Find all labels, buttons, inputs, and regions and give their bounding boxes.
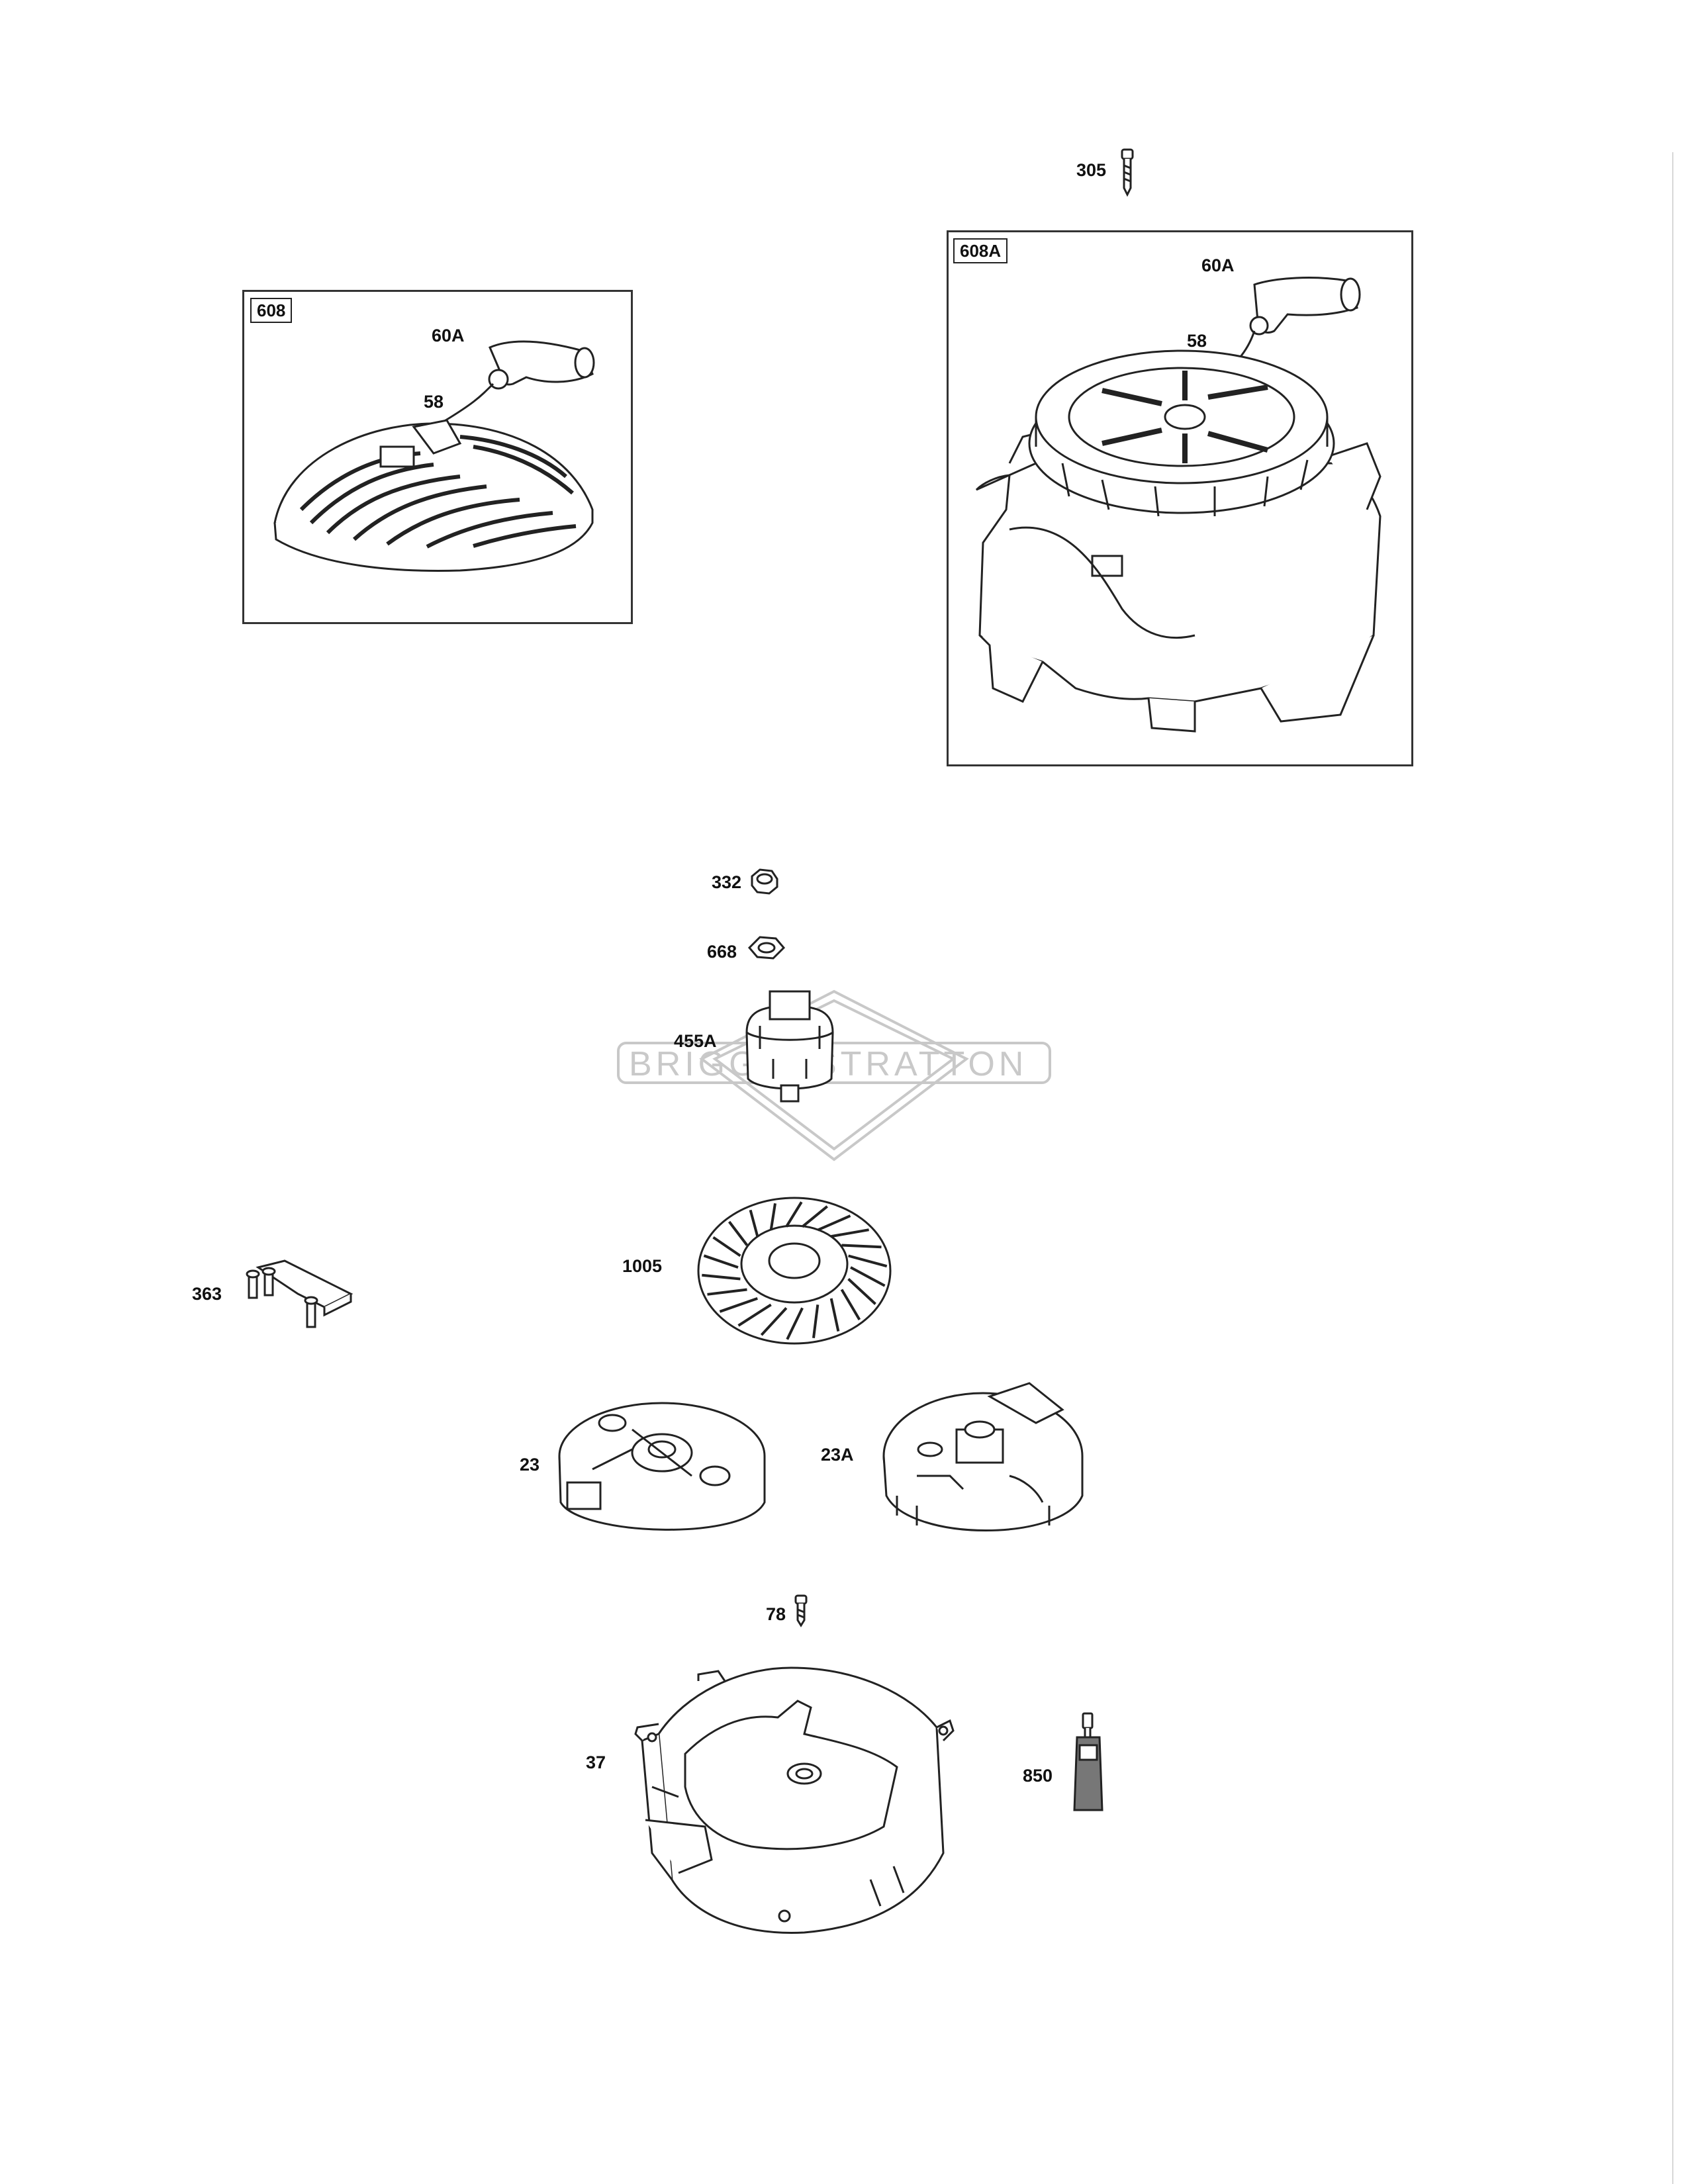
callout-305: 305	[1076, 160, 1107, 180]
screw-305-icon	[1121, 148, 1134, 197]
flywheel-fin	[850, 1266, 886, 1287]
callout-60A-left: 60A	[432, 326, 465, 345]
callout-668: 668	[707, 942, 737, 962]
callout-455A: 455A	[674, 1031, 717, 1051]
flywheel-fin	[737, 1303, 772, 1327]
callout-1005: 1005	[622, 1256, 663, 1276]
flywheel-fin	[749, 1209, 759, 1237]
flywheel-fin	[841, 1244, 882, 1249]
flywheel-fin	[817, 1214, 851, 1232]
group-608-label: 608	[250, 298, 293, 323]
group-608-frame	[242, 290, 633, 624]
bracket-363-illustration	[246, 1259, 353, 1328]
flywheel-fin	[786, 1307, 804, 1340]
washer-668-icon	[747, 936, 786, 960]
flywheel-fin	[719, 1297, 758, 1313]
flywheel-fin	[848, 1254, 888, 1268]
flywheel-fin	[707, 1288, 747, 1296]
flywheel-1005-illustration	[697, 1197, 892, 1345]
flywheel-fin	[829, 1298, 840, 1332]
rewind-starter-608-illustration	[273, 340, 595, 572]
flywheel-fin	[801, 1205, 828, 1228]
flywheel-fin	[847, 1278, 876, 1305]
flywheel-fin	[712, 1236, 741, 1257]
ignition-armature-23A-illustration	[882, 1382, 1084, 1531]
page-edge	[1672, 152, 1688, 2184]
flywheel-fin	[785, 1201, 803, 1228]
flywheel-fin	[702, 1273, 741, 1281]
flywheel-fin	[831, 1228, 869, 1238]
screw-78-icon	[794, 1594, 808, 1627]
callout-23A: 23A	[821, 1445, 854, 1465]
group-608A-label: 608A	[953, 238, 1008, 263]
flywheel-fin	[760, 1307, 788, 1336]
nut-332-icon	[751, 868, 778, 895]
housing-37-illustration	[634, 1666, 955, 1934]
callout-332: 332	[712, 872, 742, 892]
callout-363: 363	[192, 1284, 222, 1304]
flywheel-fin	[728, 1220, 749, 1246]
callout-78: 78	[766, 1604, 786, 1624]
callout-60A-right: 60A	[1201, 255, 1235, 275]
clutch-455A-illustration	[745, 990, 834, 1103]
rewind-starter-608A-illustration	[975, 277, 1382, 733]
callout-850: 850	[1023, 1766, 1053, 1786]
flywheel-fin	[840, 1289, 861, 1321]
callout-23: 23	[520, 1455, 540, 1475]
callout-58-right: 58	[1187, 331, 1207, 351]
group-608A-frame	[947, 230, 1413, 766]
callout-58-left: 58	[424, 392, 444, 412]
flywheel-fin	[703, 1254, 739, 1269]
flywheel-fin	[812, 1304, 820, 1338]
sealant-tube-850-icon	[1073, 1712, 1103, 1811]
ignition-armature-23-illustration	[558, 1402, 766, 1531]
flywheel-fin	[769, 1203, 776, 1230]
callout-37: 37	[586, 1752, 606, 1772]
